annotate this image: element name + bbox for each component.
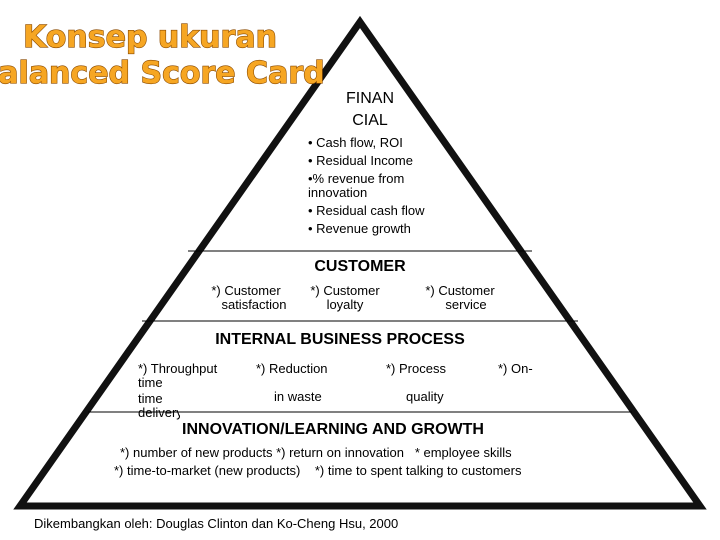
- internal-item-process: *) Process quality: [386, 362, 466, 404]
- financial-title-line2: CIAL: [352, 112, 388, 129]
- internal-item-line: *) Throughput time: [138, 361, 218, 390]
- internal-item-line: quality: [406, 389, 444, 404]
- footer-credit: Dikembangkan oleh: Douglas Clinton dan K…: [34, 516, 399, 531]
- internal-item-line-wrap: time delivery: [138, 392, 180, 420]
- customer-item-line: loyalty: [326, 297, 364, 312]
- financial-item: • Residual Income: [308, 153, 413, 168]
- financial-title: FINAN CIAL: [330, 88, 410, 132]
- financial-list: • Cash flow, ROI • Residual Income •% re…: [308, 136, 426, 245]
- financial-item: • Cash flow, ROI: [308, 136, 403, 150]
- internal-item-line: *) On-: [498, 361, 533, 376]
- internal-item-line: time delivery: [138, 392, 180, 420]
- customer-item-line: satisfaction: [221, 297, 287, 312]
- internal-item-line: *) Reduction: [256, 362, 328, 376]
- customer-title: CUSTOMER: [314, 258, 406, 275]
- customer-item-line: *) Customer: [211, 283, 281, 298]
- innovation-title: INNOVATION/LEARNING AND GROWTH: [182, 421, 484, 438]
- innovation-line1: *) number of new products *) return on i…: [120, 445, 512, 460]
- financial-title-line1: FINAN: [346, 90, 394, 107]
- internal-item-throughput: *) Throughput time time delivery: [138, 362, 233, 420]
- customer-item-loyalty: *) Customer loyalty: [300, 284, 390, 312]
- innovation-line2: *) time-to-market (new products) *) time…: [114, 463, 522, 478]
- financial-item: •% revenue from innovation: [308, 171, 405, 200]
- internal-item-line: in waste: [274, 389, 322, 404]
- financial-item: • Residual cash flow: [308, 203, 425, 218]
- customer-item-line: service: [445, 297, 487, 312]
- customer-item-line: *) Customer: [310, 283, 380, 298]
- internal-item-reduction: *) Reduction in waste: [256, 362, 340, 404]
- internal-item-ontime: *) On-: [498, 362, 558, 376]
- customer-item-line: *) Customer: [425, 283, 495, 298]
- title-line1: Konsep ukuran: [23, 20, 277, 55]
- customer-item-service: *) Customer service: [412, 284, 508, 312]
- customer-item-satisfaction: *) Customer satisfaction: [196, 284, 296, 312]
- financial-item: • Revenue growth: [308, 221, 411, 236]
- internal-title: INTERNAL BUSINESS PROCESS: [215, 331, 465, 348]
- internal-item-line: *) Process: [386, 362, 446, 376]
- pyramid-outline: [13, 15, 707, 510]
- title-line2: Balanced Score Card: [0, 56, 325, 91]
